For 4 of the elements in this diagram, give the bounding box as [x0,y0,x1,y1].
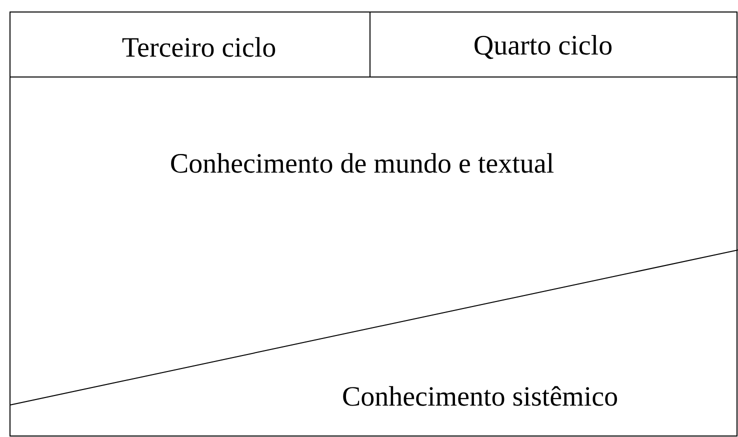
header-cell: Terceiro ciclo [122,37,276,57]
header-cell: Quarto ciclo [474,35,612,59]
region-label: Conhecimento sistêmico [343,386,618,406]
region-label: Conhecimento de mundo e textual [171,153,554,173]
